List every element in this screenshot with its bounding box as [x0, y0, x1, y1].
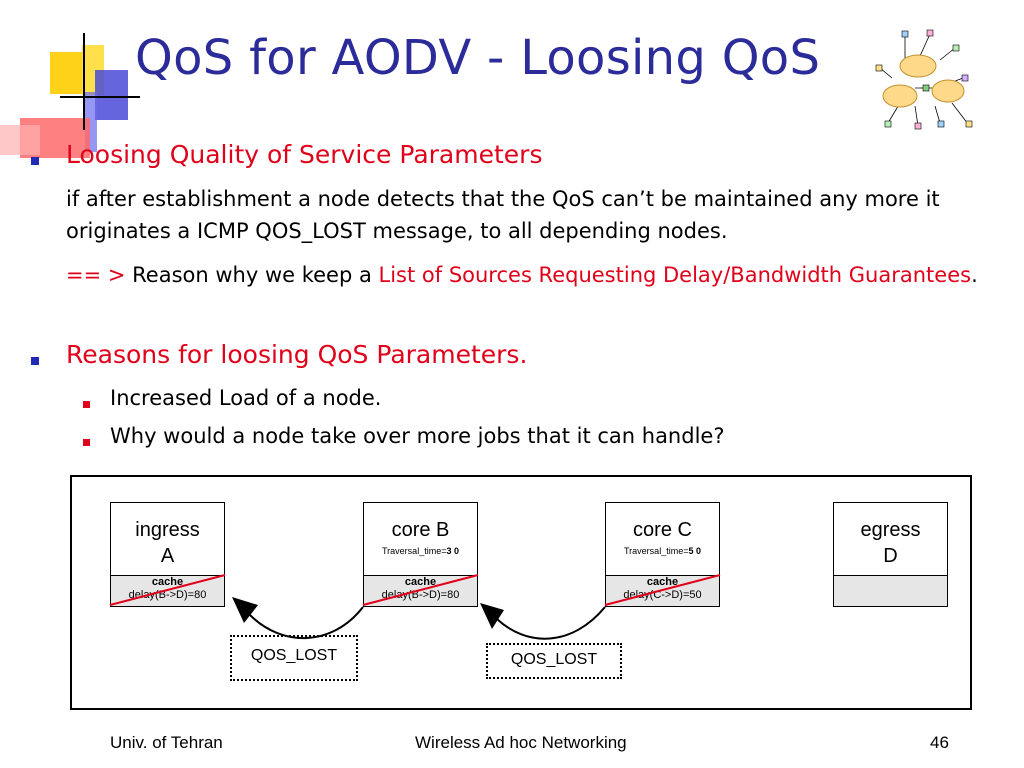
node-name: ingress — [135, 519, 200, 541]
node-id: A — [160, 545, 175, 567]
node-egress-d: egress D — [833, 502, 948, 607]
footer-university: Univ. of Tehran — [110, 733, 223, 752]
bullet-heading-reasons: Reasons for loosing QoS Parameters. — [66, 340, 528, 369]
qos-lost-message: QOS_LOST — [230, 635, 358, 681]
bullet-marker — [31, 357, 39, 365]
sub-bullet-jobs: Why would a node take over more jobs tha… — [110, 424, 725, 448]
traversal-time: Traversal_time=5 0 — [624, 546, 701, 556]
arrow-text: == > — [66, 263, 126, 287]
arrow-curve — [496, 606, 606, 640]
node-name: core B — [391, 519, 450, 541]
strike-line — [362, 574, 479, 606]
cache-label: cache — [404, 576, 437, 588]
reason-highlight: List of Sources Requesting Delay/Bandwid… — [378, 263, 972, 287]
sub-bullet-load: Increased Load of a node. — [110, 386, 382, 410]
traversal-time: Traversal_time=3 0 — [382, 546, 459, 556]
bullet-marker — [31, 157, 39, 165]
diagram-overlay — [109, 574, 721, 640]
node-cache — [834, 575, 947, 606]
node-id: D — [883, 545, 898, 567]
arrow-curve — [249, 606, 364, 640]
bullet-paragraph: if after establishment a node detects th… — [66, 187, 940, 243]
qos-lost-message: QOS_LOST — [486, 643, 622, 679]
qos-lost-diagram: ingress A cache delay(B->D)=80 core B Tr… — [70, 475, 972, 710]
network-clouds-icon — [875, 29, 973, 130]
strike-line — [109, 574, 226, 606]
node-name: egress — [860, 519, 921, 541]
sub-bullet-marker — [83, 439, 90, 446]
strike-line — [604, 574, 721, 606]
bullet-heading-loosing: Loosing Quality of Service Parameters — [66, 140, 543, 169]
reason-suffix: . — [971, 263, 978, 287]
reason-prefix: Reason why we keep a — [125, 263, 379, 287]
cache-value: delay(B->D)=80 — [381, 589, 460, 601]
arrow-head — [232, 597, 258, 623]
cache-value: delay(C->D)=50 — [623, 589, 702, 601]
node-name: core C — [633, 519, 692, 541]
cache-label: cache — [646, 576, 679, 588]
slide-title: QoS for AODV - Loosing QoS — [135, 30, 821, 86]
footer-course: Wireless Ad hoc Networking — [415, 733, 627, 752]
arrow-head — [480, 603, 504, 629]
decorative-corner-blocks — [0, 33, 140, 158]
page-number: 46 — [930, 733, 949, 752]
cache-label: cache — [151, 576, 184, 588]
sub-bullet-marker — [83, 401, 90, 408]
reason-line: == > Reason why we keep a List of Source… — [66, 259, 1011, 291]
cache-value: delay(B->D)=80 — [128, 589, 207, 601]
